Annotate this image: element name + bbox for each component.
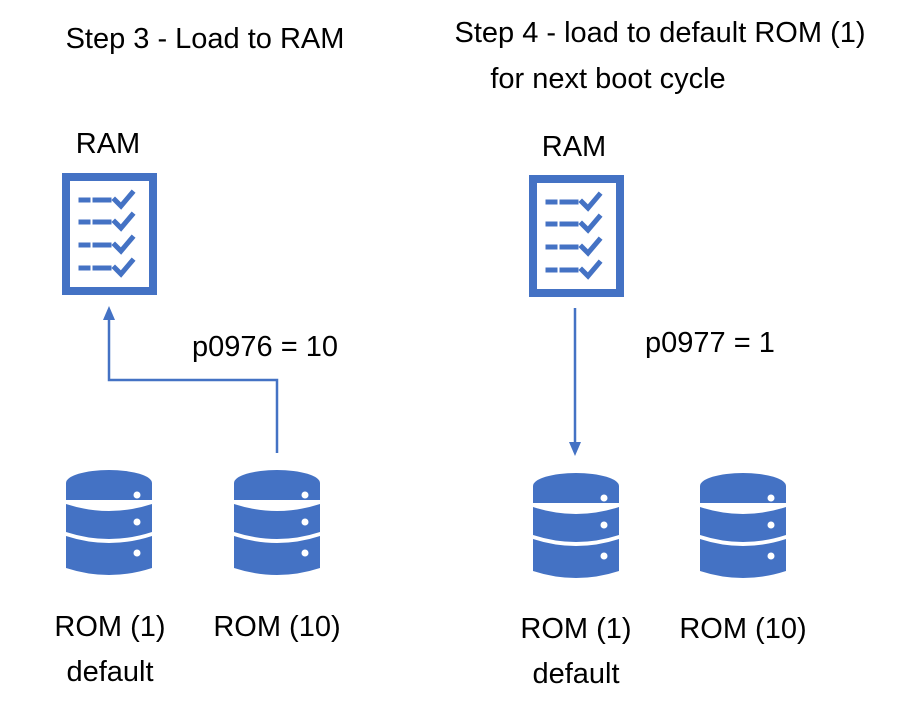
step3-ram-label: RAM (75, 128, 141, 160)
step3-arrow (103, 306, 279, 453)
step4-title: Step 4 - load to default ROM (1) (454, 17, 866, 49)
step4-rom1-default-label: default (532, 658, 620, 690)
step3-rom1-label: ROM (1) (54, 611, 166, 643)
step4-ram-label: RAM (541, 131, 607, 163)
database-icon (66, 470, 152, 575)
database-icon (533, 473, 619, 578)
database-icon (700, 473, 786, 578)
checklist-icon (62, 173, 157, 295)
step4-rom1-label: ROM (1) (520, 613, 632, 645)
step4-rom10-label: ROM (10) (679, 613, 807, 645)
database-icon (234, 470, 320, 575)
step4-title-line2: for next boot cycle (490, 63, 726, 95)
step3-rom10-label: ROM (10) (213, 611, 341, 643)
step3-rom1-default-label: default (66, 656, 154, 688)
step3-parameter: p0976 = 10 (192, 331, 338, 363)
step4-parameter: p0977 = 1 (645, 327, 775, 359)
checklist-icon (529, 175, 624, 297)
step3-title: Step 3 - Load to RAM (65, 23, 345, 55)
step4-arrow (569, 308, 581, 456)
